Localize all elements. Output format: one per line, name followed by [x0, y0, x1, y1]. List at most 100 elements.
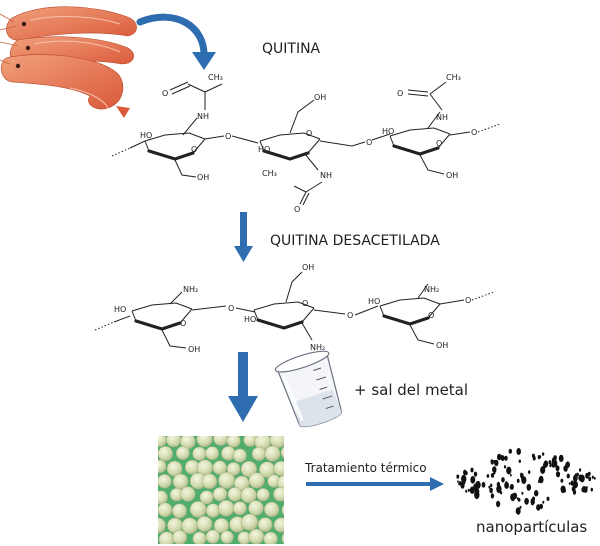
bead: [166, 436, 182, 448]
nanoparticle-dot: [473, 483, 478, 490]
nanoparticle-dot: [576, 472, 579, 477]
nanoparticle-dot: [458, 481, 462, 486]
bead: [220, 530, 234, 544]
bead: [196, 436, 213, 448]
bead: [273, 460, 284, 477]
nanoparticle-dot: [504, 481, 509, 489]
svg-text:O: O: [180, 319, 186, 328]
svg-text:O: O: [228, 304, 234, 313]
svg-text:NH: NH: [320, 171, 332, 180]
nanoparticle-dot: [519, 505, 522, 509]
nanoparticle-dot: [490, 473, 495, 478]
bead: [277, 474, 284, 491]
bead: [280, 446, 284, 459]
bead: [213, 518, 230, 534]
svg-text:OH: OH: [314, 93, 326, 102]
svg-text:NH: NH: [197, 112, 209, 121]
bead: [232, 501, 247, 516]
bead: [196, 516, 213, 533]
bead: [192, 531, 207, 544]
bead: [158, 474, 172, 489]
bead: [158, 502, 173, 518]
nanoparticle-dot: [490, 483, 493, 488]
nanoparticle-dot: [496, 500, 501, 508]
nanoparticle-dot: [551, 457, 557, 464]
bead: [248, 472, 265, 489]
bead: [166, 460, 183, 477]
nanoparticle-dot: [493, 459, 496, 464]
chitin-label: QUITINA: [262, 41, 321, 57]
nanoparticles-label: nanopartículas: [476, 518, 587, 536]
nanoparticle-dot: [516, 478, 520, 483]
nanoparticle-dot: [532, 496, 535, 501]
svg-text:HO: HO: [244, 315, 256, 324]
nanoparticle-dot: [488, 485, 491, 489]
nanoparticle-dot: [518, 459, 521, 463]
deacetylated-chitin-structure: HO NH₂ O OH O HO OH O NH₂ O HO NH₂ O OH …: [94, 263, 495, 354]
svg-text:HO: HO: [258, 145, 270, 154]
bead: [171, 503, 187, 519]
heat-arrow: [306, 477, 444, 491]
curved-arrow: [136, 13, 216, 70]
nanoparticle-dot: [581, 487, 585, 493]
bead: [175, 446, 190, 461]
nanoparticle-dot: [536, 504, 541, 511]
nanoparticle-dot: [528, 470, 531, 474]
svg-text:O: O: [471, 128, 477, 137]
svg-text:O: O: [302, 299, 308, 308]
bead: [264, 445, 281, 462]
svg-text:O: O: [306, 129, 312, 138]
nanoparticle-dot: [496, 485, 502, 494]
bead: [264, 501, 280, 518]
nanoparticle-dot: [531, 501, 534, 506]
svg-text:OH: OH: [302, 263, 314, 272]
nanoparticle-dot: [587, 471, 591, 476]
beaker-icon: [274, 350, 343, 428]
svg-text:O: O: [397, 89, 403, 98]
bead: [281, 532, 284, 544]
nanoparticle-dot: [593, 476, 596, 480]
bead: [158, 446, 174, 462]
shrimp-image: [0, 6, 137, 118]
bead: [158, 517, 166, 534]
svg-text:HO: HO: [368, 297, 380, 306]
bead: [273, 486, 284, 502]
bead: [189, 500, 207, 518]
bead: [226, 436, 241, 448]
svg-text:NH₂: NH₂: [310, 343, 325, 352]
nanoparticle-dot: [520, 472, 523, 476]
bead: [158, 459, 167, 474]
bead: [158, 490, 168, 505]
nanoparticle-dot: [531, 453, 535, 458]
nanoparticle-dot: [490, 493, 495, 499]
nanoparticle-dot: [496, 481, 501, 487]
svg-text:NH₂: NH₂: [183, 285, 198, 294]
svg-text:CH₃: CH₃: [446, 73, 461, 82]
svg-text:NH: NH: [436, 113, 448, 122]
nanoparticle-dot: [521, 491, 524, 495]
svg-text:O: O: [191, 145, 197, 154]
deacetylated-chitin-label: QUITINA DESACETILADA: [270, 233, 440, 249]
bead: [240, 460, 258, 478]
nanoparticle-dot: [526, 483, 532, 491]
nanoparticle-dot: [565, 461, 570, 469]
nanoparticle-dot: [470, 467, 474, 473]
bead: [281, 504, 284, 516]
nanoparticle-dot: [473, 471, 478, 477]
nanoparticle-dot: [540, 466, 546, 474]
bead: [248, 528, 265, 544]
nanoparticle-dot: [588, 476, 592, 482]
svg-text:O: O: [225, 132, 231, 141]
nanoparticle-dot: [568, 482, 571, 485]
nanoparticle-dot: [521, 476, 527, 484]
nanoparticle-dot: [489, 487, 493, 494]
nanoparticle-dot: [497, 453, 502, 461]
bead: [232, 448, 248, 463]
bead: [180, 486, 196, 502]
nanoparticle-dot: [591, 475, 594, 479]
chitin-structure: HO O NH O CH₃ OH O HO OH O NH CH₃ O O HO: [111, 73, 501, 214]
nanoparticle-dot: [555, 465, 560, 472]
nanoparticle-dot: [503, 465, 507, 469]
nanoparticle-dot: [509, 483, 514, 490]
